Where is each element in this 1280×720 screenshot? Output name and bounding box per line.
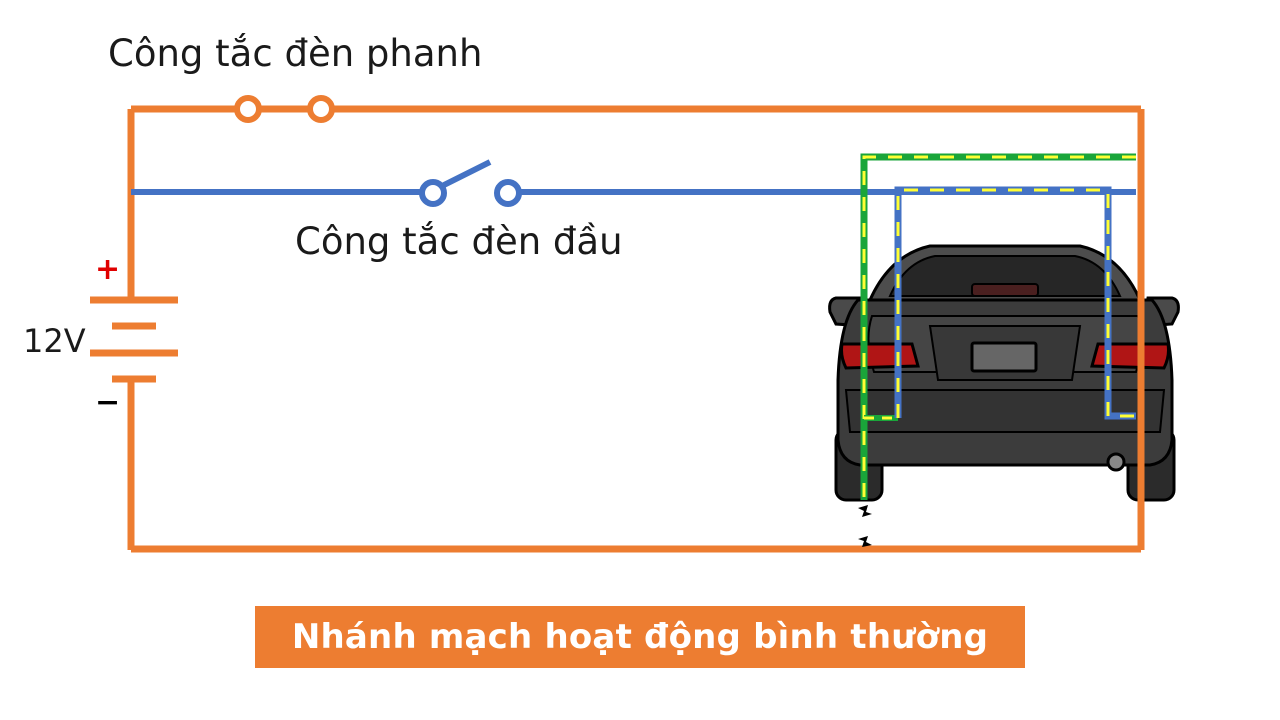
car-license-plate — [970, 341, 1038, 373]
brake-light-path — [860, 153, 1136, 500]
brake-switch-label: Công tắc đèn phanh — [108, 32, 483, 75]
battery-voltage-label: 12V — [23, 322, 86, 360]
brake-path-highlight — [862, 155, 1136, 500]
brake-switch-terminal-left — [234, 95, 262, 123]
ground-break-marks — [858, 505, 872, 547]
tail-light-path — [894, 186, 1136, 420]
caption-background — [255, 606, 1025, 668]
battery-minus-sign: − — [95, 385, 121, 420]
ground-mark-lower — [858, 536, 872, 547]
car-rear-view — [828, 244, 1180, 502]
headlight-switch-terminal-left — [419, 179, 447, 207]
headlight-switch-label: Công tắc đèn đầu — [295, 220, 623, 263]
caption-text: Nhánh mạch hoạt động bình thường — [291, 617, 989, 657]
battery-symbol — [90, 296, 178, 383]
ground-mark-upper — [858, 505, 872, 517]
car-tail-light-right — [1090, 342, 1170, 370]
brake-switch-terminal-right — [307, 95, 335, 123]
car-bumper — [844, 389, 1166, 433]
car-exhaust-pipe — [1106, 452, 1126, 472]
battery-plus-sign: + — [95, 252, 121, 287]
headlight-switch-lever — [440, 159, 492, 189]
car-third-brake-light — [971, 283, 1039, 297]
tail-path-blue — [894, 186, 1136, 420]
main-circuit-wire — [127, 105, 1145, 553]
headlight-switch-terminal-right — [494, 179, 522, 207]
car-rear-window — [888, 255, 1122, 297]
car-tail-light-left — [840, 342, 920, 370]
